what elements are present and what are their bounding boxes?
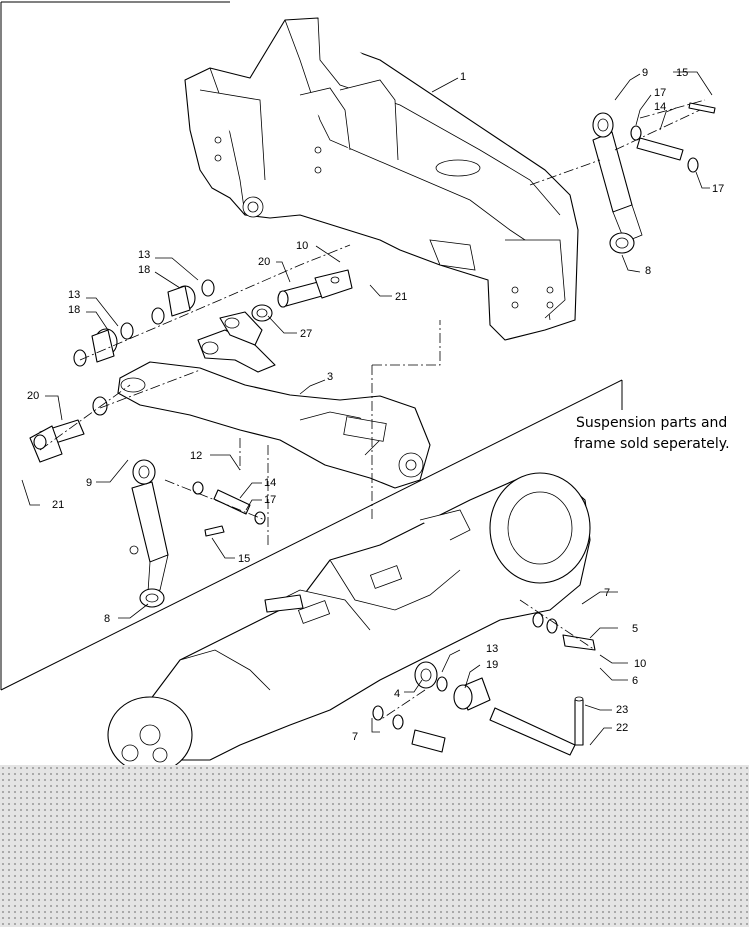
callout-22: 22 [616, 722, 628, 734]
alignment-lines [39, 99, 706, 721]
callout-20-lower: 20 [27, 390, 39, 402]
callout-8-left: 8 [104, 613, 110, 625]
dotted-pattern-region [0, 765, 749, 927]
callout-17-left: 17 [264, 494, 276, 506]
note-line-2: frame sold seperately. [574, 436, 730, 452]
callout-10-upper: 10 [296, 240, 308, 252]
callout-19: 19 [486, 659, 498, 671]
cylinder-left-part [129, 459, 169, 608]
pin-upper-part [277, 269, 353, 308]
callout-9-left: 9 [86, 477, 92, 489]
callout-18-middle: 18 [68, 304, 80, 316]
callout-15-right: 15 [676, 67, 688, 79]
callout-1: 1 [460, 71, 466, 83]
cylinder-right-part [592, 112, 643, 254]
callout-5: 5 [632, 623, 638, 635]
bushings-part [73, 279, 273, 416]
callout-10-lower: 10 [634, 658, 646, 670]
callout-9-right: 9 [642, 67, 648, 79]
main-frame-part [184, 17, 579, 341]
callout-17-right-top: 17 [654, 87, 666, 99]
callout-13-middle: 13 [68, 289, 80, 301]
axle-assembly-part [107, 472, 591, 774]
callout-3: 3 [327, 371, 333, 383]
small-pins-part [192, 102, 716, 537]
callout-23: 23 [616, 704, 628, 716]
suspension-arm-part [117, 361, 431, 489]
callout-7-right: 7 [604, 587, 610, 599]
callout-17-right-bottom: 17 [712, 183, 724, 195]
callout-4: 4 [394, 688, 400, 700]
callout-14-left: 14 [264, 477, 276, 489]
callout-13-lower: 13 [486, 643, 498, 655]
pin-lower-part [29, 419, 85, 463]
callout-8-right: 8 [645, 265, 651, 277]
callout-14-right: 14 [654, 101, 666, 113]
callout-15-left: 15 [238, 553, 250, 565]
callout-27: 27 [300, 328, 312, 340]
note-line-1: Suspension parts and [576, 415, 727, 431]
callout-12: 12 [190, 450, 202, 462]
callout-21-upper: 21 [395, 291, 407, 303]
callout-18-upper: 18 [138, 264, 150, 276]
callout-6: 6 [632, 675, 638, 687]
callout-20-upper: 20 [258, 256, 270, 268]
section-divider-line [0, 379, 623, 691]
callout-leaders [21, 71, 713, 746]
callout-21-lower: 21 [52, 499, 64, 511]
callout-7-left: 7 [352, 731, 358, 743]
callout-13-upper: 13 [138, 249, 150, 261]
link-plate-part [197, 311, 276, 373]
